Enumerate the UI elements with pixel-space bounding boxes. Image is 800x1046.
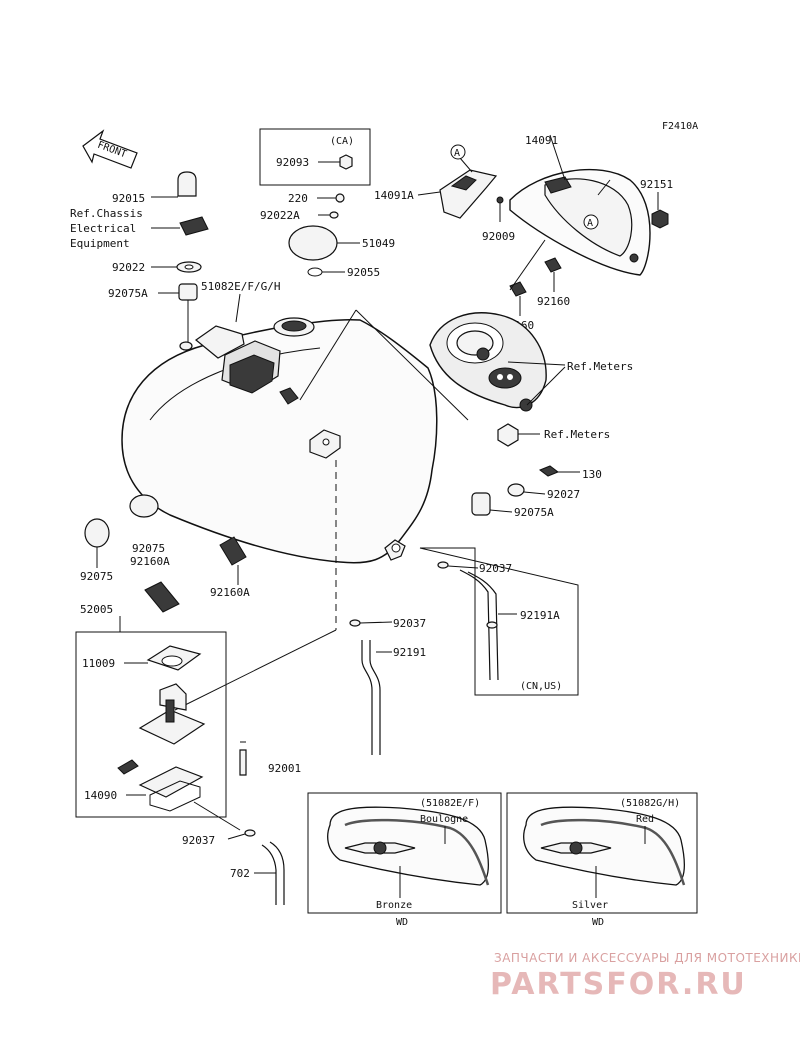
pad-92160a-icon: [219, 536, 247, 566]
variant-right-wd: WD: [592, 917, 604, 928]
fuel-tap-box: [75, 631, 247, 831]
label-92160-right: 92160: [537, 295, 570, 308]
hose-92191: [349, 619, 393, 755]
label-92022: 92022: [112, 261, 145, 274]
label-51082: 51082E/F/G/H: [201, 280, 280, 293]
label-92009: 92009: [482, 230, 515, 243]
label-14090: 14090: [84, 789, 117, 802]
clamp-icon: [437, 561, 449, 569]
label-ref-chassis-2: Electrical: [70, 222, 136, 235]
label-14091: 14091: [525, 134, 558, 147]
tap-bracket-icon: [138, 766, 204, 798]
label-14091a: 14091A: [374, 189, 414, 202]
label-92027: 92027: [547, 488, 580, 501]
clip-icon: [279, 387, 299, 405]
label-ref-meters-2: Ref.Meters: [544, 428, 610, 441]
cn-us-box: (CN,US): [419, 547, 579, 696]
variant-left-stripe: Boulogne: [420, 814, 468, 825]
variant-left-box: (51082E/F) Boulogne Bronze: [307, 792, 502, 914]
label-92160a-b: 92160A: [210, 586, 250, 599]
bracket-icon: [179, 216, 209, 236]
cap-nut-icon: [177, 171, 197, 197]
label-52005: 52005: [80, 603, 113, 616]
left-dampers: [84, 494, 247, 613]
label-ref-chassis-1: Ref.Chassis: [70, 207, 143, 220]
figure-code: F2410A: [662, 121, 698, 132]
label-220: 220: [288, 192, 308, 205]
variant-right-color: Silver: [572, 900, 608, 911]
meter-cover: [509, 134, 651, 276]
variant-right-code: (51082G/H): [620, 798, 680, 809]
label-92075a-right: 92075A: [514, 506, 554, 519]
ca-title: (CA): [330, 136, 354, 147]
svg-text:A: A: [587, 218, 593, 229]
fuel-tank: [121, 317, 438, 564]
svg-text:A: A: [454, 148, 460, 159]
damper-92075a-right: [471, 492, 513, 516]
tap-base-icon: [138, 709, 206, 745]
callout-a-1: A: [450, 144, 466, 160]
o-ring-icon: [307, 267, 323, 277]
screw-92001-icon: [239, 749, 247, 776]
damper-icon: [178, 283, 198, 301]
bracket-plate-icon: [195, 325, 245, 359]
ca-part-number: 92093: [276, 156, 309, 169]
label-92191a: 92191A: [520, 609, 560, 622]
watermark-brand: PARTSFOR.RU: [490, 967, 747, 1002]
label-92075-a: 92075: [132, 542, 165, 555]
label-92151: 92151: [640, 178, 673, 191]
knob-icon: [117, 759, 139, 775]
cn-us-title: (CN,US): [520, 681, 562, 692]
variant-left-code: (51082E/F): [420, 798, 480, 809]
ca-box: (CA) 92093: [259, 128, 371, 186]
label-92075a-left: 92075A: [108, 287, 148, 300]
label-92075-b: 92075: [80, 570, 113, 583]
label-130: 130: [582, 468, 602, 481]
label-92001: 92001: [268, 762, 301, 775]
label-92022a: 92022A: [260, 209, 300, 222]
nut-icon: [339, 154, 353, 170]
bolt-130: [538, 465, 580, 477]
label-92160a-a: 92160A: [130, 555, 170, 568]
tank-cap-icon: [288, 225, 338, 261]
cap-parts: [288, 193, 360, 277]
washer-small-icon: [329, 211, 339, 219]
grommet-92151: [651, 192, 669, 229]
label-92191: 92191: [393, 646, 426, 659]
label-92055: 92055: [347, 266, 380, 279]
clips-92160: [509, 239, 562, 316]
variant-left-color: Bronze: [376, 900, 412, 911]
screw-icon: [335, 193, 345, 203]
label-ref-meters-1: Ref.Meters: [567, 360, 633, 373]
label-51049: 51049: [362, 237, 395, 250]
front-arrow-icon: FRONT: [82, 129, 138, 169]
label-92037-bottom: 92037: [182, 834, 215, 847]
label-11009: 11009: [82, 657, 115, 670]
label-92037-mid: 92037: [393, 617, 426, 630]
watermark-tagline: ЗАПЧАСТИ И АКСЕССУАРЫ ДЛЯ МОТОТЕХНИКИ: [494, 951, 800, 965]
label-92037-right: 92037: [479, 562, 512, 575]
label-ref-chassis-3: Equipment: [70, 237, 130, 250]
pad-52005-icon: [144, 581, 180, 613]
bracket-14091a: [439, 157, 504, 222]
label-92015: 92015: [112, 192, 145, 205]
variant-right-box: (51082G/H) Red Silver: [506, 792, 698, 914]
callout-a-2: A: [583, 214, 599, 230]
variant-right-stripe: Red: [636, 814, 654, 825]
variant-left-wd: WD: [396, 917, 408, 928]
label-702: 702: [230, 867, 250, 880]
speedometer-assembly: [429, 312, 566, 412]
collar-92027: [507, 483, 546, 497]
hose-702: [227, 829, 285, 905]
grommet-ref-meters: [497, 423, 540, 447]
left-mount-parts: [151, 171, 209, 345]
